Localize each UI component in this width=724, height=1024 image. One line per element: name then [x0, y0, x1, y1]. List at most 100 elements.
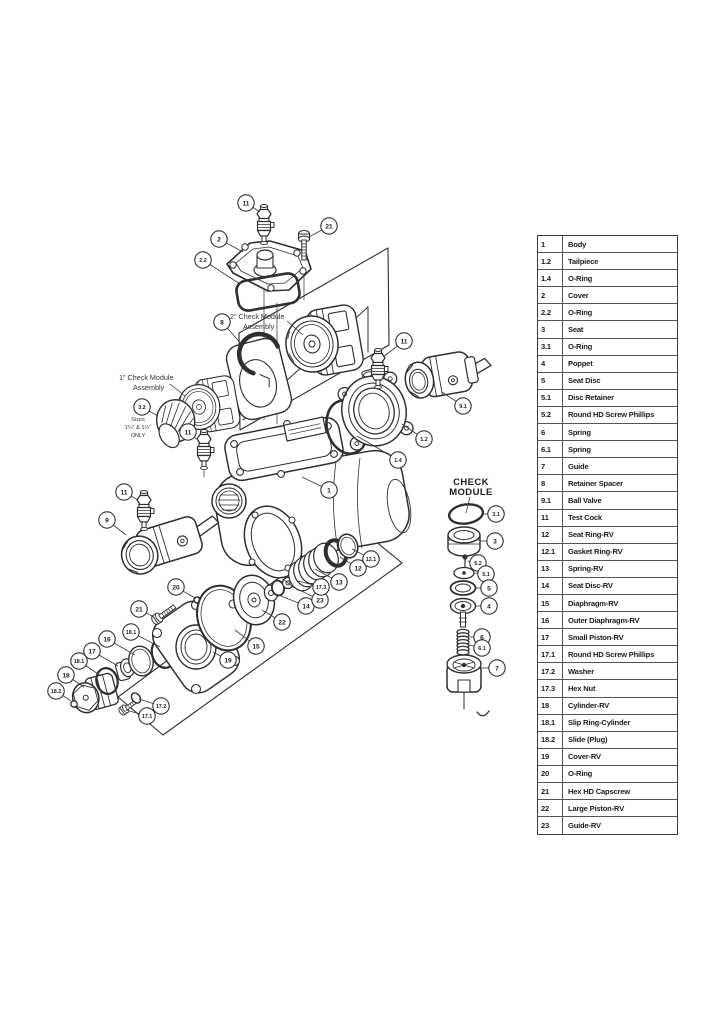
part-name: Guide-RV	[568, 821, 601, 831]
label-leaders	[169, 320, 304, 397]
label-1in-assembly-line2: Assembly	[133, 383, 165, 392]
label-sizes-line3: ONLY	[131, 433, 146, 439]
callout-21: 21	[308, 217, 338, 238]
svg-text:5.1: 5.1	[482, 572, 490, 578]
svg-text:1.2: 1.2	[420, 437, 428, 443]
svg-text:12: 12	[354, 565, 362, 572]
part-number: 5.1	[538, 389, 563, 406]
part-name: Gasket Ring-RV	[568, 547, 623, 557]
label-check-module-line2: MODULE	[449, 487, 493, 498]
callout-21: 21	[130, 600, 153, 618]
part-name: Body	[568, 239, 587, 249]
part-name: O-Ring	[568, 769, 593, 779]
callout-8: 8	[213, 313, 244, 347]
svg-text:16: 16	[103, 636, 111, 643]
part-name: Guide	[568, 461, 589, 471]
label-2in-assembly-line2: Assembly	[243, 322, 275, 331]
callout-17: 17	[83, 642, 119, 667]
svg-text:5.2: 5.2	[474, 561, 482, 567]
callout-16: 16	[98, 630, 136, 656]
svg-text:11: 11	[401, 338, 408, 345]
svg-text:13: 13	[335, 579, 343, 586]
part-test-cock-top	[256, 203, 275, 246]
callout-7: 7	[481, 659, 506, 677]
part-number: 14	[538, 577, 563, 594]
part-name: Retainer Spacer	[568, 478, 623, 488]
part-number: 16	[538, 612, 563, 629]
part-cover-o-ring	[235, 272, 301, 312]
part-name: Tailpiece	[568, 256, 599, 266]
callout-18.2: 18.2	[47, 682, 72, 702]
callout-9.1: 9.1	[441, 391, 472, 415]
part-retainer-spacer	[225, 331, 293, 421]
callout-15: 15	[234, 629, 265, 655]
svg-text:19: 19	[224, 657, 232, 664]
table-row: 11 Test Cock	[538, 509, 677, 527]
table-row: 1.2 Tailpiece	[538, 253, 677, 271]
relief-valve-parts	[70, 533, 359, 717]
part-number: 3	[538, 321, 563, 338]
part-number: 1	[538, 236, 563, 253]
part-name: O-Ring	[568, 342, 593, 352]
svg-text:20: 20	[172, 584, 180, 591]
svg-text:1.4: 1.4	[394, 458, 402, 464]
part-number: 18.2	[538, 731, 563, 748]
label-sizes-line2: 1¼" & 1½"	[125, 424, 151, 431]
part-number: 21	[538, 783, 563, 800]
svg-text:18.1: 18.1	[126, 630, 137, 636]
callout-5.1: 5.1	[473, 565, 495, 583]
label-1in-assembly: 1" Check Module	[119, 373, 174, 382]
svg-text:18: 18	[62, 672, 70, 679]
callout-3.1: 3.1	[482, 505, 505, 523]
part-test-cock-mid	[196, 428, 215, 471]
callout-11: 11	[179, 423, 200, 442]
part-name: Round HD Screw Phillips	[568, 649, 655, 659]
callout-12.1: 12.1	[351, 548, 380, 568]
svg-text:22: 22	[278, 619, 286, 626]
part-name: Test Cock	[568, 513, 602, 523]
callout-17.3: 17.3	[297, 578, 330, 596]
callout-3: 3	[480, 532, 504, 550]
svg-text:6.1: 6.1	[478, 646, 486, 652]
callout-11: 11	[382, 332, 413, 358]
part-body	[211, 416, 412, 579]
svg-text:17.2: 17.2	[156, 704, 167, 710]
label-2in-assembly: 2" Check Module	[230, 312, 285, 321]
part-number: 5	[538, 372, 563, 389]
svg-text:11: 11	[121, 489, 128, 496]
callout-18.1: 18.1	[122, 623, 161, 648]
svg-text:3.2: 3.2	[138, 405, 146, 411]
part-number: 1.2	[538, 253, 563, 270]
part-name: Cover	[568, 290, 589, 300]
callout-18.1: 18.1	[70, 652, 102, 677]
svg-text:4: 4	[487, 603, 491, 610]
part-name: Seat Ring-RV	[568, 530, 614, 540]
part-number: 12.1	[538, 543, 563, 560]
callout-layer: 112122.28113.2119.11.21.41191202118.1161…	[47, 194, 506, 725]
part-number: 18.1	[538, 714, 563, 731]
part-number: 4	[538, 355, 563, 372]
part-cover	[226, 240, 312, 292]
callout-4: 4	[475, 597, 498, 615]
part-number: 23	[538, 817, 563, 835]
svg-text:17.1: 17.1	[142, 714, 153, 720]
part-spring-check	[456, 628, 470, 656]
part-number: 11	[538, 509, 563, 526]
table-row: 23 Guide-RV	[538, 817, 677, 835]
svg-text:21: 21	[325, 223, 333, 230]
